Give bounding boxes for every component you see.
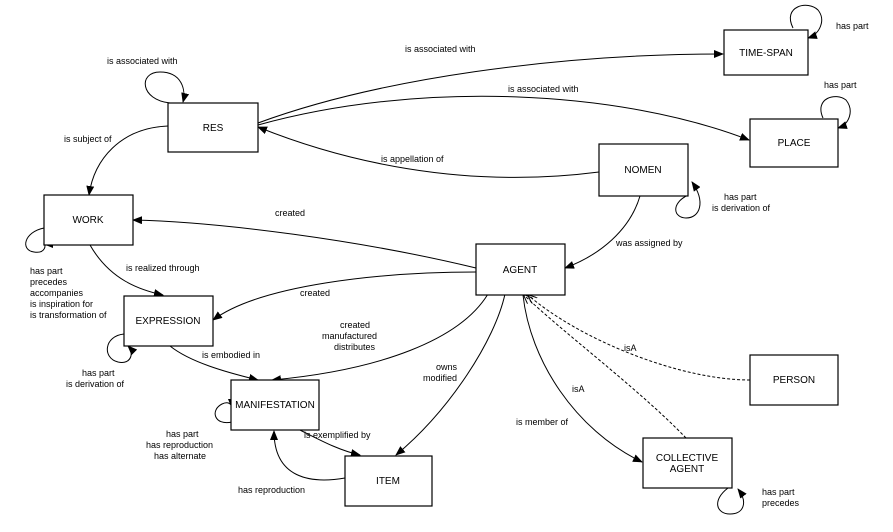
edge-agent-collective (522, 294, 643, 463)
label-item-manifestation: has reproduction (238, 485, 305, 495)
node-agent[interactable]: AGENT (475, 243, 566, 296)
edge-expression-manifestation (169, 345, 259, 382)
node-manifestation-box (230, 379, 320, 431)
label-res-self: is associated with (107, 56, 178, 66)
label-collective-self-2: precedes (762, 498, 800, 508)
edge-work-expression (89, 244, 164, 297)
label-agent-manifestation-2: manufactured (322, 331, 377, 341)
label-collective-self-1: has part (762, 487, 795, 497)
edge-manifestation-self (214, 398, 236, 424)
node-nomen-box (598, 143, 689, 197)
label-manifestation-self-3: has alternate (154, 451, 206, 461)
label-res-place: is associated with (508, 84, 579, 94)
label-manifestation-self-1: has part (166, 429, 199, 439)
node-person-label: PERSON (773, 375, 815, 386)
label-res-work: is subject of (64, 134, 112, 144)
edge-collective-isa (524, 295, 687, 439)
label-agent-manifestation-1: created (340, 320, 370, 330)
edge-agent-item (395, 293, 506, 456)
node-expression-box (123, 295, 214, 347)
node-res-label: RES (203, 123, 224, 134)
edge-expression-self (107, 333, 138, 363)
node-collective-agent-box (642, 437, 733, 489)
label-expression-self-1: has part (82, 368, 115, 378)
node-agent-label: AGENT (503, 265, 537, 276)
edge-work-self (25, 227, 54, 253)
edge-manifestation-item (299, 429, 361, 457)
node-res[interactable]: RES (167, 102, 259, 153)
label-agent-manifestation-3: distributes (334, 342, 376, 352)
edge-res-place (248, 95, 750, 141)
node-manifestation[interactable]: MANIFESTATION (230, 379, 320, 431)
node-agent-box (475, 243, 566, 296)
edge-res-work (86, 125, 169, 196)
label-manifestation-item: is exemplified by (304, 430, 371, 440)
label-expression-manifestation: is embodied in (202, 350, 260, 360)
label-agent-expression: created (300, 288, 330, 298)
node-expression[interactable]: EXPRESSION (123, 295, 214, 347)
edge-timespan-self (790, 4, 823, 39)
node-place-label: PLACE (778, 138, 811, 149)
node-nomen-label: NOMEN (624, 165, 661, 176)
label-work-self-3: accompanies (30, 288, 84, 298)
edge-item-manifestation (270, 430, 346, 481)
edge-person-isa (528, 295, 751, 381)
edge-nomen-res (257, 126, 600, 178)
node-time-span-box (723, 29, 809, 76)
node-manifestation-label: MANIFESTATION (235, 400, 315, 411)
node-work-label: WORK (72, 215, 103, 226)
edge-agent-manifestation (271, 293, 489, 384)
node-place[interactable]: PLACE (749, 118, 839, 168)
edge-res-timespan (248, 50, 724, 130)
node-time-span[interactable]: TIME-SPAN (723, 29, 809, 76)
node-collective-agent-label-2: AGENT (670, 464, 704, 475)
label-agent-item-2: modified (423, 373, 457, 383)
node-nomen[interactable]: NOMEN (598, 143, 689, 197)
edge-agent-work (132, 216, 477, 269)
node-place-box (749, 118, 839, 168)
label-work-self-5: is transformation of (30, 310, 107, 320)
node-work[interactable]: WORK (43, 194, 134, 246)
edges (25, 4, 851, 515)
edge-place-self (820, 96, 851, 129)
label-work-expression: is realized through (126, 263, 200, 273)
edge-nomen-self (675, 181, 701, 219)
label-place-self: has part (824, 80, 857, 90)
node-expression-label: EXPRESSION (135, 316, 200, 327)
edge-res-self (144, 71, 190, 104)
node-work-box (43, 194, 134, 246)
label-person-isa: isA (624, 343, 637, 353)
label-agent-collective: is member of (516, 417, 569, 427)
node-item-label: ITEM (376, 476, 400, 487)
label-nomen-res: is appellation of (381, 154, 444, 164)
node-collective-agent-label-1: COLLECTIVE (656, 453, 719, 464)
label-work-self-1: has part (30, 266, 63, 276)
node-person-box (749, 354, 839, 406)
node-item-box (344, 455, 433, 507)
label-nomen-agent: was assigned by (615, 238, 683, 248)
edge-agent-expression (212, 271, 477, 321)
edge-collective-self (717, 487, 747, 515)
label-agent-item-1: owns (436, 362, 458, 372)
node-res-box (167, 102, 259, 153)
node-collective-agent[interactable]: COLLECTIVE AGENT (642, 437, 733, 489)
label-timespan-self: has part (836, 21, 869, 31)
label-collective-isa: isA (572, 384, 585, 394)
label-work-self-2: precedes (30, 277, 68, 287)
label-expression-self-2: is derivation of (66, 379, 125, 389)
label-manifestation-self-2: has reproduction (146, 440, 213, 450)
node-time-span-label: TIME-SPAN (739, 48, 793, 59)
edge-nomen-agent (564, 195, 641, 269)
label-agent-work: created (275, 208, 305, 218)
edge-labels: is associated with is associated with is… (30, 21, 869, 508)
label-work-self-4: is inspiration for (30, 299, 93, 309)
label-nomen-self-1: has part (724, 192, 757, 202)
node-person[interactable]: PERSON (749, 354, 839, 406)
label-res-timespan: is associated with (405, 44, 476, 54)
node-item[interactable]: ITEM (344, 455, 433, 507)
label-nomen-self-2: is derivation of (712, 203, 771, 213)
